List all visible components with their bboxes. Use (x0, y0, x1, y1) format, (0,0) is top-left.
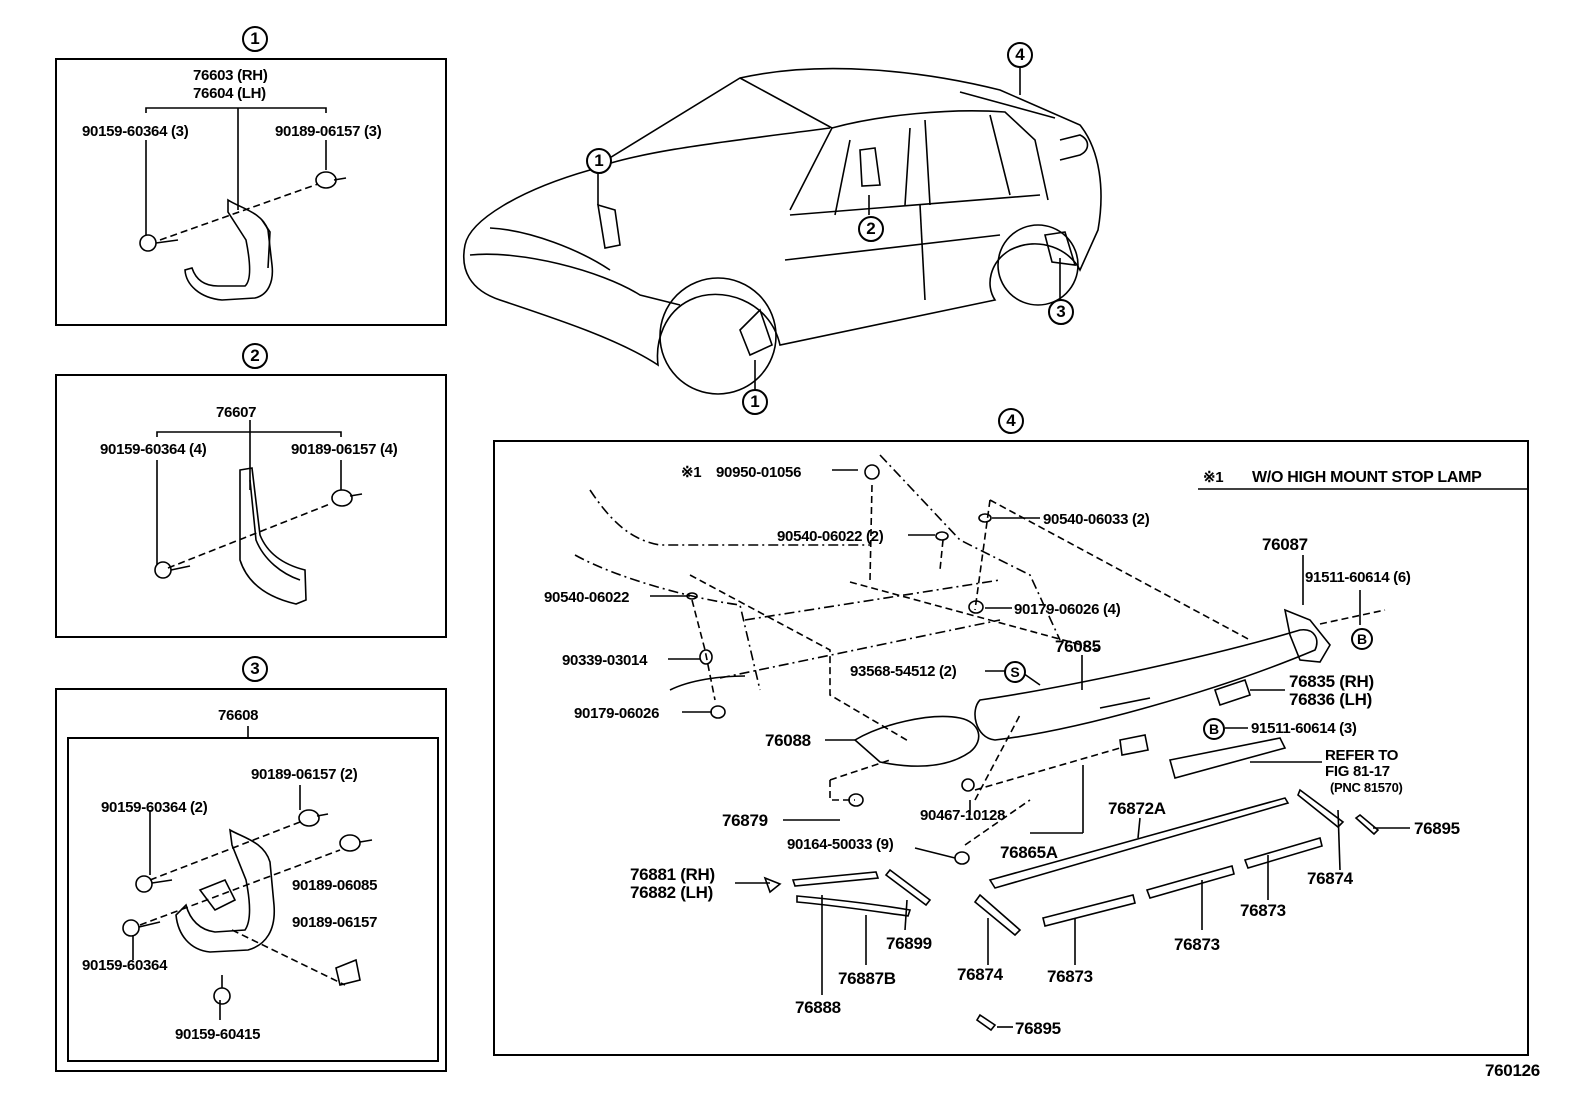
mould-rh-label: 76881 (RH) (630, 865, 715, 884)
tape-a-label: 76895 (1414, 819, 1460, 838)
car-callout-1-rear-icon: 1 (742, 389, 768, 415)
panel1-part-rh: 76603 (RH) (193, 67, 268, 84)
spoiler-bracket-label: 76087 (1262, 535, 1308, 554)
panel3-clip-a-label: 90189-06157 (2) (251, 766, 358, 783)
callout-4-icon: 4 (998, 408, 1024, 434)
diagram-id: 760126 (1485, 1061, 1540, 1080)
note-text: W/O HIGH MOUNT STOP LAMP (1252, 469, 1482, 486)
grommet-label: 90950-01056 (716, 464, 802, 481)
panel3-screw-a-label: 90159-60364 (2) (101, 799, 208, 816)
screw-b-label: 91511-60614 (3) (1251, 720, 1357, 737)
panel2-part-label: 76607 (216, 404, 257, 421)
clip-b-label: 90179-06026 (574, 705, 660, 722)
panel-2-frame (55, 374, 447, 638)
panel-4-frame (493, 440, 1529, 1056)
panel-1-frame (55, 58, 447, 326)
tape-b-label: 76895 (1015, 1019, 1061, 1038)
panel1-part-lh: 76604 (LH) (193, 85, 266, 102)
panel3-clip-b-label: 90189-06085 (292, 877, 378, 894)
refer-line-3: (PNC 81570) (1330, 780, 1403, 795)
note-mark-grommet: ※1 (681, 464, 702, 481)
panel2-screw-label: 90159-60364 (4) (100, 441, 207, 458)
tape-c-label: 76874 (1307, 869, 1353, 888)
screw-a-label: 91511-60614 (6) (1305, 569, 1411, 586)
nut-b-label: 90540-06033 (2) (1043, 511, 1150, 528)
nut-c-label: 90540-06022 (544, 589, 630, 606)
strip-f-label: 76888 (795, 998, 841, 1017)
bracket-rh-label: 76835 (RH) (1289, 672, 1374, 691)
tape-label: 93568-54512 (2) (850, 663, 957, 680)
car-callout-3-icon: 3 (1048, 299, 1074, 325)
car-callout-2-icon: 2 (858, 216, 884, 242)
callout-3-icon: 3 (242, 656, 268, 682)
panel3-screw-c-label: 90159-60415 (175, 1026, 261, 1043)
callout-1-icon: 1 (242, 26, 268, 52)
pad-label: 76088 (765, 731, 811, 750)
panel1-clip-label: 90189-06157 (3) (275, 123, 382, 140)
spacer-label: 90339-03014 (562, 652, 648, 669)
clip-a-label: 90179-06026 (4) (1014, 601, 1121, 618)
panel1-screw-label: 90159-60364 (3) (82, 123, 189, 140)
strip-b-label: 76873 (1174, 935, 1220, 954)
mould-a-label: 76872A (1108, 799, 1166, 818)
strip-c-label: 76873 (1047, 967, 1093, 986)
refer-line-1: REFER TO (1325, 747, 1399, 764)
symbol-b-top-icon: B (1351, 628, 1373, 650)
symbol-s-icon: S (1004, 661, 1026, 683)
bolt-label: 90467-10128 (920, 807, 1006, 824)
tape-d-label: 76874 (957, 965, 1003, 984)
mould-lh-label: 76882 (LH) (630, 883, 713, 902)
panel3-clip-c-label: 90189-06157 (292, 914, 378, 931)
strip-e-label: 76887B (838, 969, 896, 988)
clip-c-label: 76879 (722, 811, 768, 830)
car-callout-4-icon: 4 (1007, 42, 1033, 68)
symbol-b-bottom-icon: B (1203, 718, 1225, 740)
strip-d-label: 76899 (886, 934, 932, 953)
panel3-part-label: 76608 (218, 707, 259, 724)
nut-a-label: 90540-06022 (2) (777, 528, 884, 545)
panel-3-frame (55, 688, 447, 1072)
panel2-clip-label: 90189-06157 (4) (291, 441, 398, 458)
note-mark: ※1 (1203, 469, 1224, 486)
screw-c-label: 90164-50033 (9) (787, 836, 894, 853)
refer-line-2: FIG 81-17 (1325, 763, 1390, 780)
callout-2-icon: 2 (242, 343, 268, 369)
panel-3-inner-frame (67, 737, 439, 1062)
spoiler-label: 76085 (1055, 637, 1101, 656)
strip-a-label: 76873 (1240, 901, 1286, 920)
car-callout-1-front-icon: 1 (586, 148, 612, 174)
bracket-lh-label: 76836 (LH) (1289, 690, 1372, 709)
panel3-screw-b-label: 90159-60364 (82, 957, 168, 974)
cover-label: 76865A (1000, 843, 1058, 862)
